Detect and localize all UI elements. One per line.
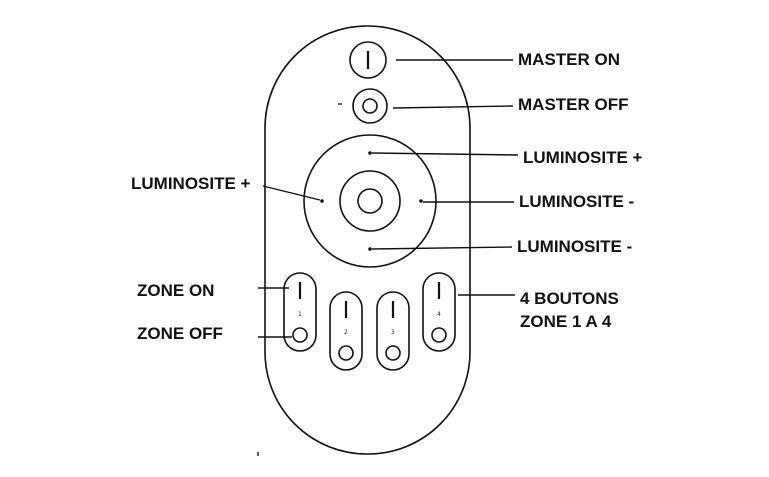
zone-button-4[interactable]: 4: [422, 272, 456, 352]
zone-button-1[interactable]: 1: [283, 272, 317, 352]
dot-bottom: [368, 247, 372, 251]
leader-master-off: [392, 105, 514, 109]
zone-number: 1: [298, 311, 302, 318]
leader-lum-left: [262, 185, 321, 201]
label-zones-line2: ZONE 1 A 4: [520, 312, 612, 331]
dot-top: [368, 151, 372, 155]
label-master-off: MASTER OFF: [518, 95, 629, 114]
remote-body: [264, 25, 471, 455]
label-lum-bottom: LUMINOSITE -: [517, 237, 632, 256]
zone-number: 3: [391, 329, 395, 336]
label-zone-off: ZONE OFF: [137, 324, 223, 343]
dot-right: [419, 199, 423, 203]
power-off-ring-icon: [292, 327, 308, 343]
center-button[interactable]: [357, 188, 383, 214]
leader-lum-top: [371, 152, 519, 156]
label-zones-line1: 4 BOUTONS: [520, 289, 619, 308]
power-off-ring-icon: [338, 345, 354, 361]
master-on-button[interactable]: [349, 41, 387, 79]
label-zone-on: ZONE ON: [137, 281, 214, 300]
center-ring: [339, 170, 401, 232]
label-master-on: MASTER ON: [518, 50, 620, 69]
label-lum-right: LUMINOSITE -: [519, 192, 634, 211]
zone-number: 2: [344, 329, 348, 336]
label-lum-left: LUMINOSITE +: [131, 174, 251, 193]
power-off-ring-icon: [362, 98, 378, 114]
zone-button-3[interactable]: 3: [376, 291, 410, 371]
brightness-wheel[interactable]: [303, 134, 437, 268]
label-lum-top: LUMINOSITE +: [523, 148, 643, 167]
dot-left: [320, 199, 324, 203]
leader-lum-bottom: [371, 246, 513, 250]
master-off-button[interactable]: [352, 88, 388, 124]
power-off-ring-icon: [385, 345, 401, 361]
zone-number: 4: [437, 311, 441, 318]
zone-button-2[interactable]: 2: [329, 291, 363, 371]
power-off-ring-icon: [431, 327, 447, 343]
